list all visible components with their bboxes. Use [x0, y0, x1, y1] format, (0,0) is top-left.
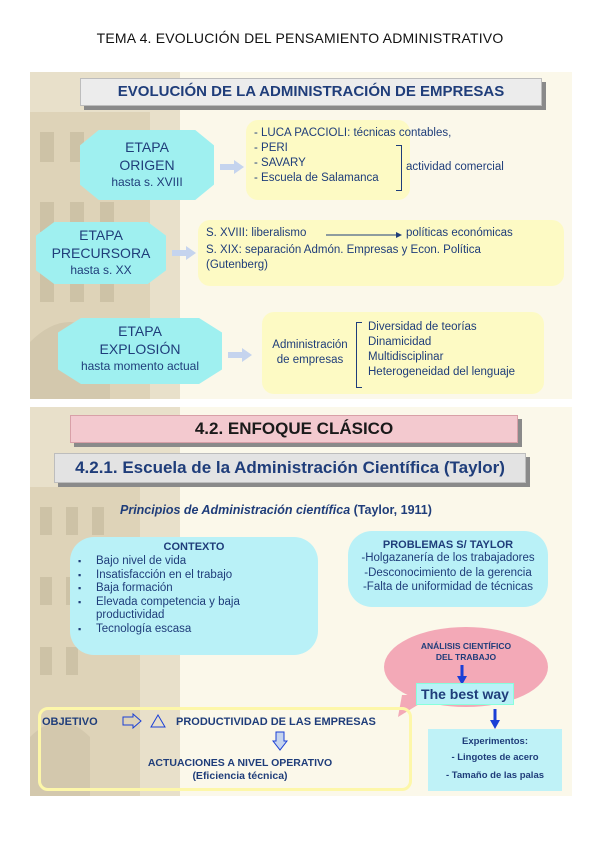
origen-item: - Escuela de Salamanca	[254, 171, 402, 186]
analisis-line2: DEL TRABAJO	[384, 652, 548, 663]
precursora-line3: (Gutenberg)	[206, 258, 556, 273]
etapa-precursora-title1: ETAPA	[36, 226, 166, 244]
arrow-right-icon	[228, 348, 252, 362]
etapa-origen-box: ETAPA ORIGEN hasta s. XVIII	[80, 130, 214, 200]
objetivo-text: PRODUCTIVIDAD DE LAS EMPRESAS	[176, 716, 376, 728]
explosion-details-box: Administración de empresas Diversidad de…	[262, 312, 544, 394]
enfoque-clasico-banner: 4.2. ENFOQUE CLÁSICO	[70, 415, 518, 443]
contexto-item: Bajo nivel de vida	[70, 555, 318, 569]
origen-item: - LUCA PACCIOLI: técnicas contables,	[254, 126, 402, 141]
administracion-line2: de empresas	[270, 353, 350, 368]
contexto-title: CONTEXTO	[70, 541, 318, 553]
precursora-line1: S. XVIII: liberalismo políticas económic…	[206, 226, 556, 243]
experimentos-title: Experimentos:	[428, 735, 562, 749]
arrow-right-icon	[220, 160, 244, 174]
problema-item: -Desconocimiento de la gerencia	[348, 566, 548, 581]
etapa-explosion-title2: EXPLOSIÓN	[58, 340, 222, 358]
triangle-icon	[150, 714, 166, 728]
precursora-line2: S. XIX: separación Admón. Empresas y Eco…	[206, 243, 556, 258]
explosion-item: Dinamicidad	[368, 335, 515, 350]
experimentos-box: Experimentos: - Lingotes de acero - Tama…	[428, 729, 562, 791]
explosion-list: Diversidad de teorías Dinamicidad Multid…	[368, 320, 515, 380]
analisis-line1: ANÁLISIS CIENTÍFICO	[384, 641, 548, 652]
arrow-right-icon	[172, 246, 196, 260]
long-arrow-icon	[326, 232, 402, 238]
liberalismo-text: S. XVIII: liberalismo	[206, 227, 306, 239]
actuaciones-block: ACTUACIONES A NIVEL OPERATIVO (Eficienci…	[110, 757, 370, 783]
principios-year: (Taylor, 1911)	[350, 503, 432, 517]
etapa-precursora-sub: hasta s. XX	[36, 262, 166, 278]
problemas-cloud: PROBLEMAS S/ TAYLOR -Holgazanería de los…	[348, 531, 548, 607]
precursora-details-box: S. XVIII: liberalismo políticas económic…	[198, 220, 564, 286]
problema-item: -Holgazanería de los trabajadores	[348, 551, 548, 566]
actuaciones-line2: (Eficiencia técnica)	[110, 770, 370, 783]
arrow-down-icon	[490, 709, 500, 729]
politicas-economicas-text: políticas económicas	[406, 226, 513, 241]
arrow-right-outline-icon	[122, 713, 142, 729]
page-title: TEMA 4. EVOLUCIÓN DEL PENSAMIENTO ADMINI…	[0, 30, 600, 46]
contexto-item: Tecnología escasa	[70, 623, 318, 637]
bracket	[396, 145, 402, 191]
etapa-origen-title1: ETAPA	[80, 138, 214, 156]
explosion-item: Multidisciplinar	[368, 350, 515, 365]
administracion-line1: Administración	[270, 338, 350, 353]
contexto-cloud: CONTEXTO Bajo nivel de vida Insatisfacci…	[70, 537, 318, 655]
contexto-list: Bajo nivel de vida Insatisfacción en el …	[70, 555, 318, 636]
origen-details-box: - LUCA PACCIOLI: técnicas contables, - P…	[246, 120, 410, 200]
slide-enfoque-clasico: 4.2. ENFOQUE CLÁSICO 4.2.1. Escuela de l…	[30, 407, 572, 796]
origen-item: - PERI	[254, 141, 402, 156]
best-way-box: The best way	[416, 683, 514, 705]
etapa-explosion-box: ETAPA EXPLOSIÓN hasta momento actual	[58, 318, 222, 384]
etapa-precursora-title2: PRECURSORA	[36, 244, 166, 262]
arrow-down-outline-icon	[272, 731, 288, 751]
experimento-item: - Lingotes de acero	[428, 749, 562, 767]
principios-heading: Principios de Administración científica …	[120, 503, 432, 517]
arrow-down-icon	[457, 665, 467, 685]
etapa-origen-title2: ORIGEN	[80, 156, 214, 174]
explosion-item: Heterogeneidad del lenguaje	[368, 365, 515, 380]
slide-evolucion: EVOLUCIÓN DE LA ADMINISTRACIÓN DE EMPRES…	[30, 72, 572, 399]
experimento-item: - Tamaño de las palas	[428, 767, 562, 785]
contexto-item: Insatisfacción en el trabajo	[70, 569, 318, 583]
problema-item: -Falta de uniformidad de técnicas	[348, 580, 548, 595]
etapa-explosion-title1: ETAPA	[58, 322, 222, 340]
origen-item: - SAVARY	[254, 156, 402, 171]
explosion-item: Diversidad de teorías	[368, 320, 515, 335]
contexto-item: Baja formación	[70, 582, 318, 596]
problemas-title: PROBLEMAS S/ TAYLOR	[348, 539, 548, 551]
slide1-banner: EVOLUCIÓN DE LA ADMINISTRACIÓN DE EMPRES…	[80, 78, 542, 106]
principios-italic: Principios de Administración científica	[120, 503, 350, 517]
etapa-explosion-sub: hasta momento actual	[58, 358, 222, 374]
objetivo-label: OBJETIVO	[42, 716, 98, 728]
etapa-origen-sub: hasta s. XVIII	[80, 174, 214, 190]
administracion-label: Administración de empresas	[270, 338, 350, 368]
escuela-taylor-banner: 4.2.1. Escuela de la Administración Cien…	[54, 453, 526, 483]
actividad-comercial-label: actividad comercial	[406, 161, 504, 173]
bracket	[356, 322, 362, 388]
analisis-text: ANÁLISIS CIENTÍFICO DEL TRABAJO	[384, 641, 548, 663]
actuaciones-line1: ACTUACIONES A NIVEL OPERATIVO	[110, 757, 370, 770]
contexto-item: Elevada competencia y baja productividad	[70, 596, 276, 623]
etapa-precursora-box: ETAPA PRECURSORA hasta s. XX	[36, 222, 166, 284]
